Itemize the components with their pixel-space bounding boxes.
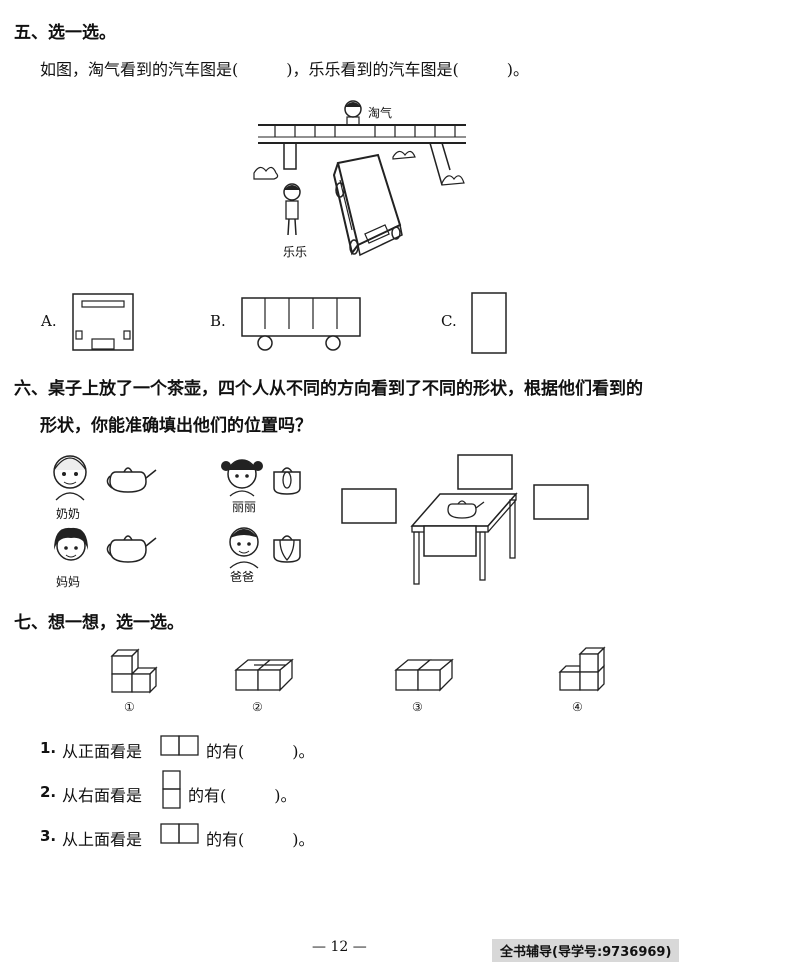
bridge-bus-illustration bbox=[253, 100, 466, 257]
q1-post: 的有( )。 bbox=[206, 742, 315, 761]
teapot-front-icon bbox=[273, 467, 301, 495]
q3-post: 的有( )。 bbox=[206, 830, 315, 849]
label-dad: 爸爸 bbox=[230, 570, 255, 584]
section6-heading-line1: 六、桌子上放了一个茶壶，四个人从不同的方向看到了不同的形状，根据他们看到的 bbox=[14, 379, 643, 399]
label-mom: 妈妈 bbox=[56, 575, 81, 589]
cube-figure-1 bbox=[110, 648, 158, 694]
figure-label-2: ② bbox=[252, 700, 263, 714]
answer-box-right bbox=[533, 484, 589, 520]
option-a-label: A. bbox=[41, 312, 57, 330]
lili-avatar bbox=[221, 459, 263, 497]
cube-figure-2 bbox=[234, 658, 294, 692]
q3-shape-two-squares bbox=[160, 823, 199, 844]
label-grandma: 奶奶 bbox=[56, 507, 81, 521]
table-teapot-scene bbox=[341, 454, 589, 585]
cube-figure-3 bbox=[394, 658, 454, 692]
section5-heading: 五、选一选。 bbox=[14, 23, 116, 43]
teapot-side-icon-2 bbox=[106, 535, 157, 563]
footer-badge: 全书辅导(导学号:9736969) bbox=[492, 939, 680, 962]
q1-shape-two-squares bbox=[160, 735, 199, 756]
teapot-side-icon bbox=[106, 467, 157, 493]
q3-pre: 从上面看是 bbox=[62, 830, 143, 849]
q2-post: 的有( )。 bbox=[188, 786, 297, 805]
answer-box-left bbox=[341, 488, 397, 524]
mom-avatar bbox=[54, 527, 88, 561]
option-b-bus-side bbox=[241, 297, 361, 351]
option-a-bus-front bbox=[72, 293, 134, 351]
q1-number: 1. bbox=[40, 739, 57, 757]
label-taoqi: 淘气 bbox=[368, 106, 393, 120]
cube-figure-4 bbox=[558, 646, 606, 692]
q2-shape-vertical-squares bbox=[162, 770, 181, 809]
option-c-label: C. bbox=[441, 312, 457, 330]
q2-number: 2. bbox=[40, 783, 57, 801]
dad-avatar bbox=[229, 527, 259, 569]
label-lili: 丽丽 bbox=[232, 500, 257, 514]
teapot-back-icon bbox=[273, 535, 301, 563]
option-b-label: B. bbox=[210, 312, 226, 330]
label-lele: 乐乐 bbox=[283, 245, 308, 259]
section7-heading: 七、想一想，选一选。 bbox=[14, 613, 184, 633]
figure-label-1: ① bbox=[124, 700, 135, 714]
figure-label-4: ④ bbox=[572, 700, 583, 714]
q3-number: 3. bbox=[40, 827, 57, 845]
grandma-avatar bbox=[53, 455, 87, 501]
section5-question: 如图，淘气看到的汽车图是( )，乐乐看到的汽车图是( )。 bbox=[40, 60, 529, 79]
page-number: — 12 — bbox=[312, 939, 367, 955]
figure-label-3: ③ bbox=[412, 700, 423, 714]
section6-heading-line2: 形状，你能准确填出他们的位置吗？ bbox=[40, 416, 312, 436]
option-c-bus-top bbox=[471, 292, 507, 354]
q2-pre: 从右面看是 bbox=[62, 786, 143, 805]
answer-box-top bbox=[457, 454, 513, 490]
q1-pre: 从正面看是 bbox=[62, 742, 143, 761]
answer-box-bottom bbox=[423, 525, 477, 557]
